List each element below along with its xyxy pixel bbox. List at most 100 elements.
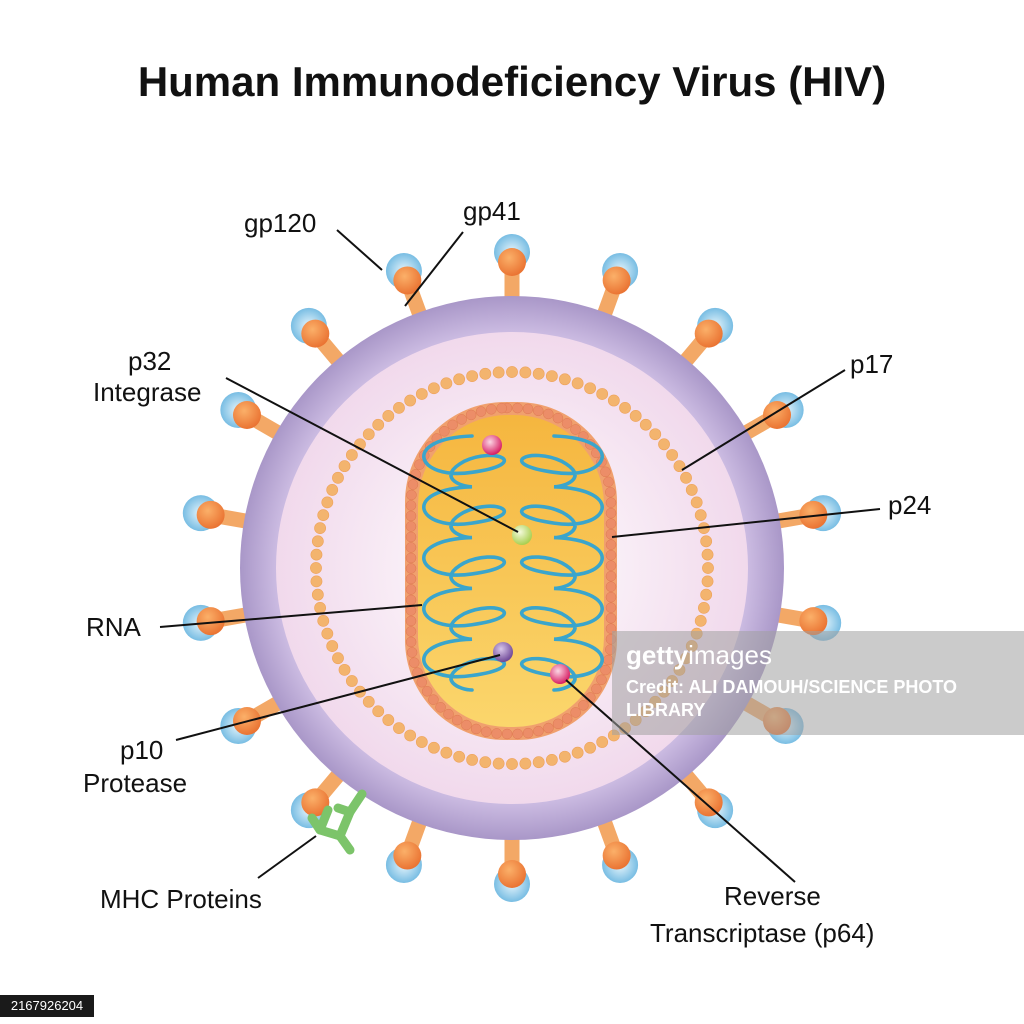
matrix-bead — [415, 388, 428, 400]
matrix-bead — [332, 652, 344, 665]
matrix-bead — [326, 484, 339, 496]
capsid-bead — [405, 542, 417, 553]
matrix-bead — [453, 373, 466, 386]
matrix-bead — [321, 496, 334, 509]
capsid-bead — [405, 594, 417, 606]
matrix-bead — [428, 741, 440, 754]
capsid-bead — [533, 725, 544, 737]
p17-matrix-layer — [310, 366, 714, 770]
capsid-bead — [570, 424, 581, 435]
label-p10-line1: p10 — [120, 735, 164, 765]
capsid-bead — [605, 549, 617, 561]
capsid-bead — [428, 694, 439, 705]
matrix-bead — [701, 548, 714, 561]
matrix-bead — [338, 460, 351, 473]
matrix-bead — [310, 575, 323, 588]
p32-integrase-particle-green — [512, 525, 532, 545]
capsid-bead — [605, 560, 617, 571]
label-rna: RNA — [86, 612, 141, 642]
matrix-bead — [466, 754, 479, 766]
matrix-bead — [440, 746, 453, 759]
capsid-bead — [405, 552, 417, 564]
capsid-bead — [603, 476, 614, 488]
matrix-bead — [311, 588, 324, 601]
leader-lines — [159, 229, 881, 883]
watermark-logo: gettyimages — [626, 640, 772, 671]
matrix-bead — [345, 675, 358, 687]
capsid-bead — [447, 419, 458, 431]
capsid-bead — [475, 406, 487, 417]
matrix-bead — [607, 394, 620, 407]
matrix-bead — [649, 428, 662, 441]
matrix-bead — [382, 410, 395, 422]
capsid-bead — [578, 700, 589, 711]
matrix-bead — [698, 601, 710, 614]
matrix-bead — [519, 757, 532, 770]
capsid-bead — [512, 402, 523, 414]
matrix-bead — [596, 388, 609, 400]
matrix-bead — [519, 366, 532, 379]
leader-p17 — [681, 369, 846, 471]
matrix-bead — [314, 522, 326, 535]
matrix-bead — [362, 695, 375, 708]
matrix-bead — [479, 367, 492, 380]
capsid-bead — [405, 573, 417, 585]
matrix-bead — [694, 614, 707, 627]
capsid-bead — [465, 409, 477, 421]
capsid-bead — [405, 510, 417, 522]
matrix-bead — [393, 722, 405, 735]
capsid-bead — [496, 402, 507, 414]
capsid-bead — [605, 486, 616, 498]
capsid-bead — [605, 591, 617, 603]
label-mhc-proteins: MHC Proteins — [100, 884, 262, 914]
matrix-bead — [700, 588, 713, 601]
matrix-bead — [362, 428, 375, 441]
capsid-bead — [533, 405, 544, 417]
matrix-bead — [372, 418, 385, 431]
matrix-bead — [694, 509, 707, 522]
label-reverse: Reverse — [724, 881, 821, 911]
matrix-bead — [345, 449, 358, 461]
matrix-bead — [558, 750, 571, 763]
capsid-bead — [552, 412, 564, 424]
capsid-bead — [406, 647, 418, 658]
capsid-bead — [522, 403, 534, 415]
matrix-bead — [314, 601, 326, 614]
matrix-bead — [545, 370, 558, 382]
watermark-credit: Credit: ALI DAMOUH/SCIENCE PHOTO LIBRARY — [626, 677, 958, 720]
capsid-bead — [561, 418, 573, 429]
watermark-band — [612, 631, 1024, 735]
capsid-bead — [486, 404, 497, 415]
capsid-bead — [605, 539, 617, 550]
rna-strand — [422, 434, 604, 692]
label-p24: p24 — [888, 490, 932, 520]
capsid-bead — [421, 686, 433, 697]
capsid-bead — [605, 570, 617, 582]
capsid-bead — [605, 602, 617, 613]
capsid-bead — [543, 408, 554, 420]
matrix-bead — [382, 714, 395, 726]
p10-protease-particle — [493, 642, 513, 662]
matrix-bead — [506, 366, 518, 378]
capsid-bead — [405, 531, 417, 543]
matrix-bead — [492, 366, 505, 379]
capsid-bead — [596, 674, 607, 685]
matrix-bead — [479, 756, 492, 769]
capsid-bead — [407, 479, 419, 490]
matrix-bead — [506, 758, 518, 770]
matrix-bead — [584, 382, 596, 395]
capsid-bead — [605, 518, 617, 529]
capsid-bead — [456, 414, 467, 425]
label-p17: p17 — [850, 349, 894, 379]
matrix-bead — [658, 438, 670, 451]
capsid-bead — [605, 612, 617, 624]
p32-integrase-particle — [482, 435, 502, 455]
leader-gp41 — [404, 231, 464, 307]
matrix-bead — [666, 449, 679, 461]
capsid-bead — [470, 723, 482, 735]
matrix-bead — [311, 535, 324, 548]
capsid-bead — [512, 728, 523, 740]
matrix-bead — [332, 471, 344, 484]
